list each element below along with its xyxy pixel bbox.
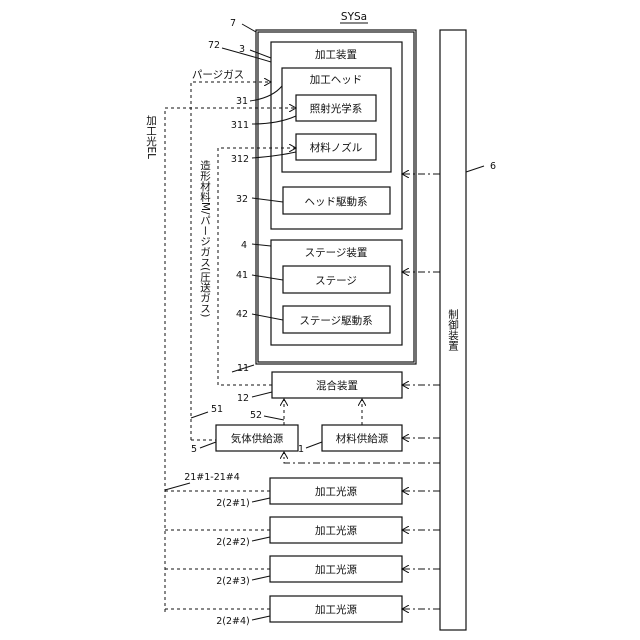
purge-gas-label: パージガス: [192, 69, 244, 81]
system-name: SYSa: [341, 11, 367, 23]
ref-311: 311: [231, 120, 249, 131]
ref-32: 32: [236, 194, 248, 205]
ref-52: 52: [250, 410, 262, 421]
material-supply-label: 材料供給源: [336, 432, 389, 445]
leader-2-1: [252, 498, 270, 502]
irradiation-optics-label: 照射光学系: [310, 102, 363, 115]
leader-312: [252, 152, 296, 158]
light-source-label-4: 加工光源: [315, 603, 357, 616]
ref-4: 4: [241, 240, 247, 251]
ref-2-2: 2(2#2): [216, 537, 250, 548]
ref-11: 11: [237, 363, 249, 374]
light-source-label-1: 加工光源: [315, 485, 357, 498]
ref-51: 51: [211, 404, 223, 415]
leader-12: [252, 392, 272, 397]
processing-head-label: 加工ヘッド: [310, 74, 363, 86]
stage-drive-label: ステージ駆動系: [299, 314, 372, 327]
control-link-gas: [284, 452, 440, 463]
ref-41: 41: [236, 270, 248, 281]
leader-32: [252, 198, 283, 202]
processing-light-label: 加工光EL: [145, 115, 157, 159]
leader-41: [252, 275, 283, 280]
leader-5: [200, 442, 216, 448]
ref-21: 21#1-21#4: [184, 472, 240, 483]
ref-2-1: 2(2#1): [216, 498, 250, 509]
ref-31: 31: [236, 96, 248, 107]
processing-apparatus-label: 加工装置: [315, 48, 357, 61]
leader-6: [466, 166, 484, 172]
ref-12: 12: [237, 393, 249, 404]
ref-3: 3: [239, 44, 245, 55]
leader-4: [252, 244, 271, 246]
leader-52: [264, 416, 284, 420]
leader-21: [165, 483, 190, 490]
stage-label: ステージ: [315, 275, 357, 287]
control-label: 制御装置: [447, 308, 459, 351]
leader-2-4: [252, 616, 270, 620]
ref-72: 72: [208, 40, 220, 51]
leader-7: [242, 24, 256, 32]
leader-31: [250, 86, 282, 101]
light-source-label-3: 加工光源: [315, 563, 357, 576]
ref-7: 7: [230, 18, 236, 29]
ref-1: 1: [298, 444, 304, 455]
leader-2-3: [252, 576, 270, 580]
material-nozzle-label: 材料ノズル: [310, 141, 363, 154]
leader-2-2: [252, 537, 270, 541]
ref-42: 42: [236, 309, 248, 320]
leader-51: [191, 412, 208, 418]
gas-supply-label: 気体供給源: [231, 432, 284, 445]
ref-312: 312: [231, 154, 249, 165]
ref-5: 5: [191, 444, 197, 455]
mixer-label: 混合装置: [316, 379, 358, 392]
light-source-label-2: 加工光源: [315, 524, 357, 537]
ref-2-4: 2(2#4): [216, 616, 250, 627]
leader-311: [252, 116, 296, 124]
ref-6: 6: [490, 161, 496, 172]
head-drive-label: ヘッド駆動系: [305, 195, 368, 208]
material-gas-label: 造形材料M/パージガス(圧送ガス): [199, 159, 211, 317]
ref-2-3: 2(2#3): [216, 576, 250, 587]
leader-1: [306, 442, 322, 448]
leader-42: [252, 314, 283, 320]
stage-apparatus-label: ステージ装置: [305, 246, 368, 259]
